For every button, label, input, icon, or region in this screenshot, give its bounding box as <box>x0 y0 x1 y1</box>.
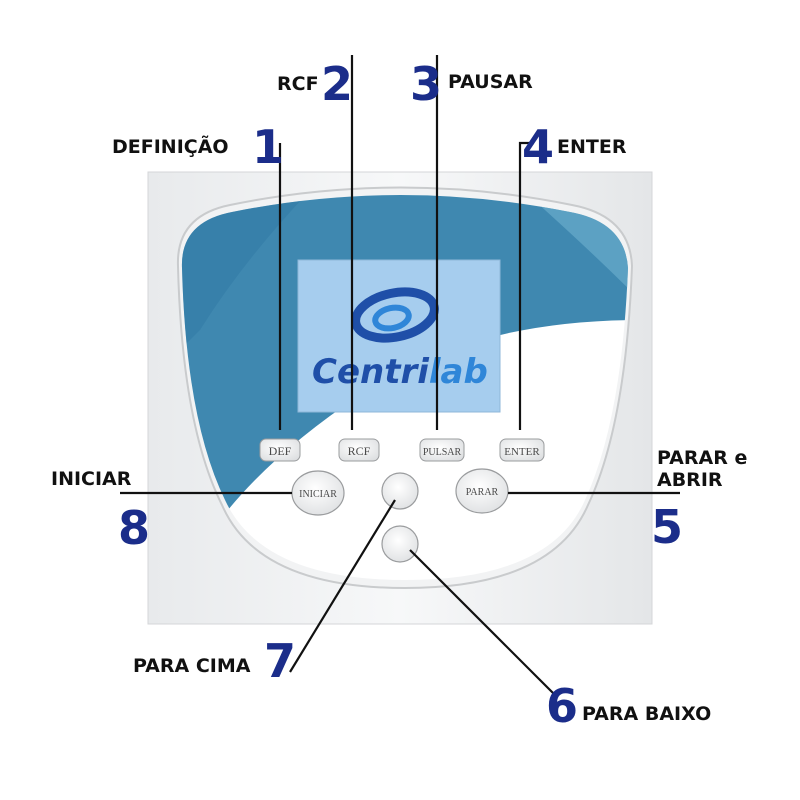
rcf-button-label: RCF <box>348 444 371 458</box>
iniciar-button-label: INICIAR <box>299 489 337 500</box>
enter-button-label: ENTER <box>504 446 540 458</box>
callout-3-number: 3 <box>410 57 442 111</box>
down-button[interactable] <box>381 525 419 563</box>
callout-7-label: PARA CIMA <box>133 655 251 677</box>
callout-8: INICIAR 8 <box>51 468 150 555</box>
callout-1-label: DEFINIÇÃO <box>112 134 229 158</box>
callout-5-number: 5 <box>651 500 683 554</box>
leader-lines <box>120 55 680 696</box>
callout-7-number: 7 <box>264 634 296 688</box>
leader-7 <box>289 499 396 673</box>
lcd-screen: Centrilab <box>297 259 501 413</box>
callout-8-label: INICIAR <box>51 468 132 490</box>
callout-5: PARAR e ABRIR 5 <box>651 447 747 554</box>
callout-2-number: 2 <box>321 57 353 111</box>
leader-4 <box>518 141 534 430</box>
callout-5-label-line1: PARAR e <box>657 447 747 469</box>
rcf-button[interactable]: RCF <box>338 438 380 462</box>
callout-1-number: 1 <box>252 120 284 174</box>
callout-6-label: PARA BAIXO <box>582 703 711 725</box>
callout-2: RCF 2 <box>277 57 353 111</box>
parar-button[interactable]: PARAR <box>455 468 509 514</box>
def-button-label: DEF <box>269 444 292 458</box>
callout-2-label: RCF <box>277 73 319 95</box>
callout-7: PARA CIMA 7 <box>133 634 296 688</box>
callout-6: 6 PARA BAIXO <box>546 679 711 733</box>
centrilab-logo: Centrilab <box>312 287 488 392</box>
pulsar-button[interactable]: PULSAR <box>419 438 465 462</box>
callout-6-number: 6 <box>546 679 578 733</box>
logo-text: Centrilab <box>312 352 488 392</box>
iniciar-button[interactable]: INICIAR <box>291 470 345 516</box>
callout-3: 3 PAUSAR <box>410 57 533 111</box>
leader-6 <box>409 549 556 696</box>
parar-button-label: PARAR <box>466 487 499 498</box>
callout-4-number: 4 <box>522 120 554 174</box>
enter-button[interactable]: ENTER <box>499 438 545 462</box>
callout-4-label: ENTER <box>557 136 627 158</box>
callout-3-label: PAUSAR <box>448 71 533 93</box>
def-button[interactable]: DEF <box>259 438 301 462</box>
callout-5-label-line2: ABRIR <box>657 469 723 491</box>
callout-1: DEFINIÇÃO 1 <box>112 120 284 174</box>
up-button[interactable] <box>381 472 419 510</box>
callout-4: 4 ENTER <box>522 120 627 174</box>
callout-8-number: 8 <box>118 501 150 555</box>
pulsar-button-label: PULSAR <box>423 447 462 458</box>
